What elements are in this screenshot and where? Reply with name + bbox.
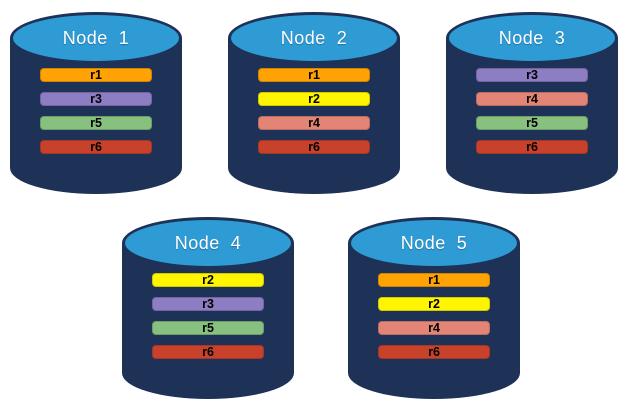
replica-bar: r4 (378, 321, 490, 335)
replica-bar: r3 (476, 68, 588, 82)
node-title: Node 2 (280, 27, 348, 48)
node-5-cylinder: Node 5 r1 r2 r4 r6 (348, 217, 520, 399)
replica-bar: r6 (152, 345, 264, 359)
replica-list: r3 r4 r5 r6 (476, 68, 588, 154)
replica-label: r6 (90, 139, 102, 154)
replica-list: r1 r2 r4 r6 (378, 273, 490, 359)
replica-bar: r1 (378, 273, 490, 287)
replica-bar: r3 (40, 92, 152, 106)
replica-label: r3 (202, 296, 214, 311)
replica-bar: r4 (258, 116, 370, 130)
replica-bar: r6 (40, 140, 152, 154)
replica-label: r2 (428, 296, 440, 311)
replica-bar: r6 (476, 140, 588, 154)
node-title: Node 5 (400, 232, 468, 253)
replica-label: r2 (308, 91, 320, 106)
replica-bar: r6 (378, 345, 490, 359)
replica-label: r4 (526, 91, 538, 106)
node-title: Node 1 (62, 27, 130, 48)
cylinder-top: Node 4 (122, 217, 294, 269)
replica-label: r4 (428, 320, 440, 335)
replica-label: r5 (202, 320, 214, 335)
replica-list: r1 r2 r4 r6 (258, 68, 370, 154)
node-4-cylinder: Node 4 r2 r3 r5 r6 (122, 217, 294, 399)
replica-label: r2 (202, 272, 214, 287)
replica-label: r1 (90, 67, 102, 82)
replica-list: r2 r3 r5 r6 (152, 273, 264, 359)
node-3-cylinder: Node 3 r3 r4 r5 r6 (446, 12, 618, 194)
cylinder-top: Node 5 (348, 217, 520, 269)
replica-bar: r4 (476, 92, 588, 106)
replica-label: r1 (308, 67, 320, 82)
replica-label: r6 (526, 139, 538, 154)
replica-label: r4 (308, 115, 320, 130)
cylinder-top: Node 1 (10, 12, 182, 64)
node-title: Node 4 (174, 232, 242, 253)
replica-bar: r5 (40, 116, 152, 130)
replica-label: r6 (428, 344, 440, 359)
replica-label: r6 (202, 344, 214, 359)
replica-label: r3 (526, 67, 538, 82)
node-2-cylinder: Node 2 r1 r2 r4 r6 (228, 12, 400, 194)
cylinder-top: Node 3 (446, 12, 618, 64)
replica-label: r5 (90, 115, 102, 130)
replica-bar: r6 (258, 140, 370, 154)
replica-label: r6 (308, 139, 320, 154)
replica-bar: r1 (40, 68, 152, 82)
replica-bar: r5 (476, 116, 588, 130)
replica-label: r1 (428, 272, 440, 287)
replica-bar: r2 (152, 273, 264, 287)
replica-bar: r5 (152, 321, 264, 335)
replica-bar: r2 (378, 297, 490, 311)
node-title: Node 3 (498, 27, 566, 48)
node-1-cylinder: Node 1 r1 r3 r5 r6 (10, 12, 182, 194)
replica-bar: r1 (258, 68, 370, 82)
replica-label: r5 (526, 115, 538, 130)
replica-bar: r3 (152, 297, 264, 311)
replica-list: r1 r3 r5 r6 (40, 68, 152, 154)
replica-bar: r2 (258, 92, 370, 106)
cylinder-top: Node 2 (228, 12, 400, 64)
replica-label: r3 (90, 91, 102, 106)
